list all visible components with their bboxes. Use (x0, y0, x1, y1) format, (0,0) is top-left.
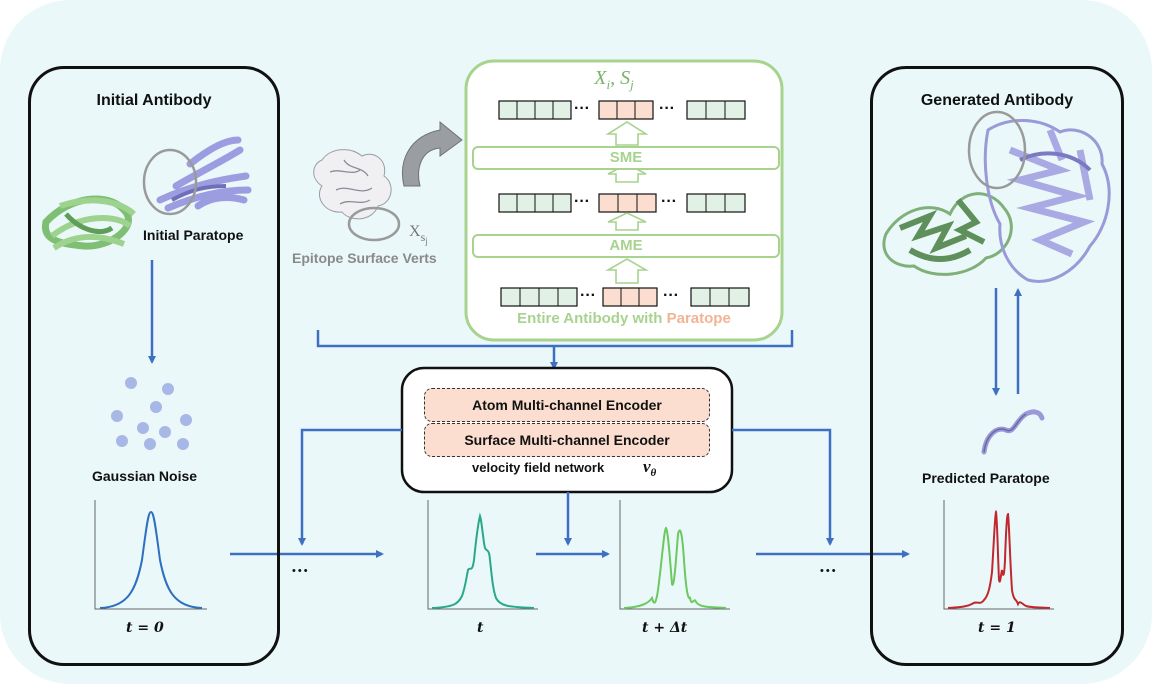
entire-antibody-text: Entire Antibody with (517, 310, 667, 327)
protein-surface-icon (313, 149, 401, 242)
ellipsis-bot-1: ··· (580, 287, 596, 304)
t-dt-label: t + Δt (642, 620, 688, 636)
ellipsis-flow-right: ••• (820, 565, 838, 577)
network-arrow-left (298, 428, 402, 546)
token-row-middle (498, 193, 746, 213)
atom-encoder-box: Atom Multi-channel Encoder (424, 388, 710, 422)
up-arrows (605, 121, 649, 284)
density-plot-t0 (94, 500, 207, 610)
density-plot-t1 (943, 500, 1054, 610)
t0-label: t = 0 (126, 620, 164, 636)
epitope-symbol: Xsj (409, 223, 428, 246)
ellipsis-flow-left: ••• (292, 565, 310, 577)
protein-ribbon-icon (882, 110, 1111, 283)
ame-bar: AME (472, 234, 780, 258)
left-panel (28, 66, 280, 666)
entire-antibody-label: Entire Antibody with Paratope (466, 310, 782, 327)
ellipsis-top-1: ··· (574, 100, 590, 117)
right-panel (870, 66, 1124, 666)
network-arrow-right (732, 428, 834, 546)
ellipsis-bot-2: ··· (663, 287, 679, 304)
t-label: t (477, 620, 484, 636)
density-plot-tdt (619, 500, 730, 610)
token-row-top (498, 100, 746, 120)
ellipsis-top-2: ··· (659, 100, 675, 117)
epitope-label: Epitope Surface Verts (292, 250, 437, 266)
ellipsis-mid-2: ··· (661, 193, 677, 210)
left-panel-title: Initial Antibody (96, 92, 212, 109)
velocity-network-label: velocity field network (472, 460, 605, 475)
t1-label: t = 1 (978, 620, 1016, 636)
ellipsis-mid-1: ··· (574, 193, 590, 210)
right-panel-title: Generated Antibody (920, 92, 1074, 109)
predicted-paratope-label: Predicted Paratope (922, 470, 1050, 486)
token-row-bottom (500, 287, 750, 307)
surface-encoder-box: Surface Multi-channel Encoder (424, 423, 710, 457)
initial-paratope-label: Initial Paratope (143, 227, 244, 243)
curved-arrow-icon (402, 120, 463, 187)
gaussian-noise-label: Gaussian Noise (92, 468, 198, 484)
xi-sj-label: Xi, Sj (593, 67, 634, 92)
paratope-highlight-text: Paratope (666, 310, 731, 327)
density-plot-t (427, 500, 538, 610)
sme-bar: SME (472, 146, 780, 170)
protein-ribbon-icon (42, 136, 252, 251)
noise-dots-icon (111, 377, 192, 450)
